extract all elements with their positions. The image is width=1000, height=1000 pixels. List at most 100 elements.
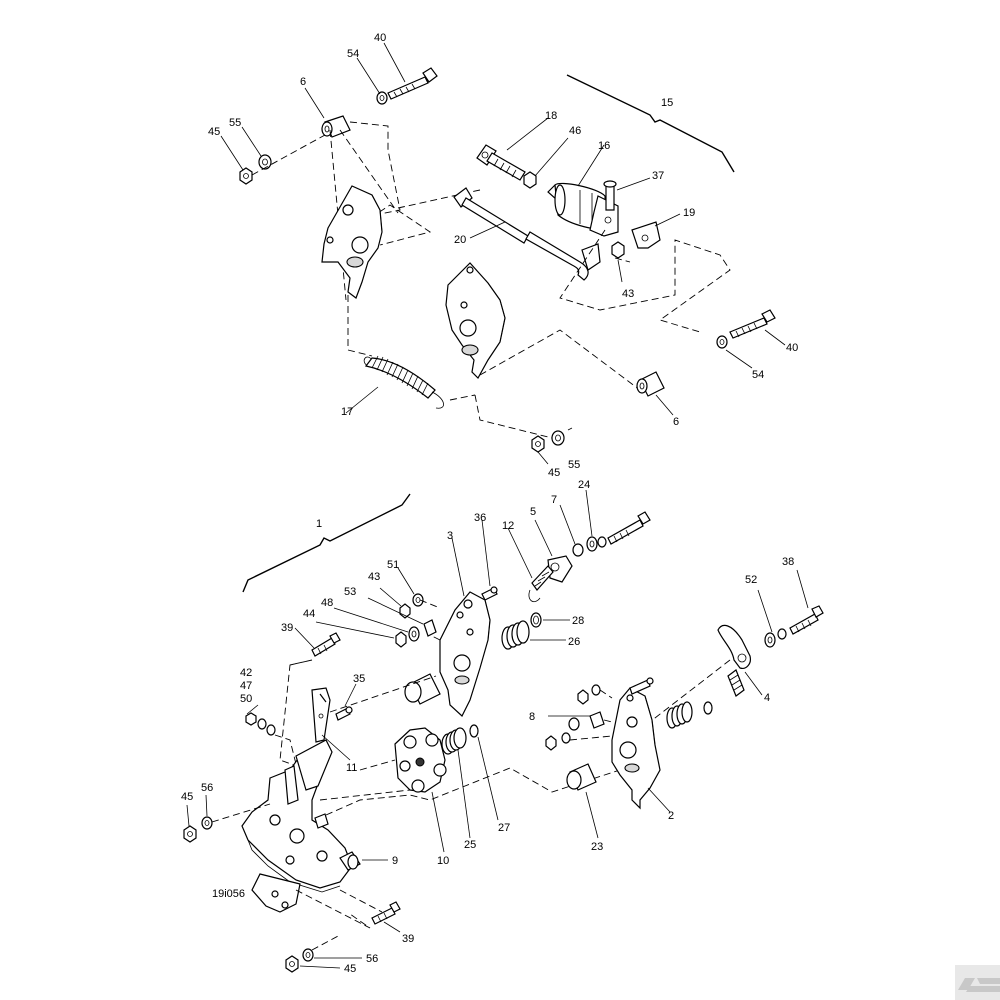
callout-16: 16 bbox=[598, 140, 610, 152]
callout-37: 37 bbox=[652, 170, 664, 182]
bolt-39-lower bbox=[371, 901, 401, 925]
callout-labels: 40 54 6 55 45 15 18 46 16 37 19 20 43 40… bbox=[181, 32, 798, 975]
callout-36: 36 bbox=[474, 512, 486, 524]
washer-55-middle bbox=[551, 430, 565, 446]
callout-56-left: 56 bbox=[201, 782, 213, 794]
spring-26 bbox=[501, 620, 530, 650]
group-bracket-1 bbox=[242, 493, 411, 593]
ring-28 bbox=[530, 612, 542, 628]
nut-45-left bbox=[183, 825, 197, 843]
ring-27 bbox=[469, 724, 479, 738]
callout-4: 4 bbox=[764, 692, 770, 704]
rod-end-18 bbox=[476, 144, 526, 181]
callout-48: 48 bbox=[321, 597, 333, 609]
washer-55-top bbox=[258, 154, 272, 170]
callout-42: 42 bbox=[240, 667, 252, 679]
callout-26: 26 bbox=[568, 636, 580, 648]
pin-37 bbox=[605, 185, 615, 211]
bushing-6-right bbox=[636, 371, 665, 397]
spring-12 bbox=[528, 565, 554, 603]
bracket-11 bbox=[311, 687, 331, 743]
spring-small-4 bbox=[727, 669, 745, 697]
callout-6-right: 6 bbox=[673, 416, 679, 428]
callout-8: 8 bbox=[529, 711, 535, 723]
callout-40-right: 40 bbox=[786, 342, 798, 354]
bolt-40-right bbox=[729, 309, 776, 339]
cam-4 bbox=[717, 624, 751, 669]
washer-54-right bbox=[716, 335, 728, 349]
bushing-23 bbox=[566, 763, 597, 791]
brand-logo bbox=[955, 965, 1000, 1000]
nut-45-top bbox=[239, 167, 253, 185]
bushing-53 bbox=[423, 619, 437, 637]
callout-17: 17 bbox=[341, 406, 353, 418]
callout-2: 2 bbox=[668, 810, 674, 822]
spring-right bbox=[666, 701, 693, 729]
bolt-small-right bbox=[629, 677, 654, 695]
callout-45-top: 45 bbox=[208, 126, 220, 138]
callout-3: 3 bbox=[447, 530, 453, 542]
washer-56-lower bbox=[302, 948, 314, 962]
callout-43-lower: 43 bbox=[368, 571, 380, 583]
nut-42 bbox=[245, 712, 257, 726]
callout-28: 28 bbox=[572, 615, 584, 627]
callout-15: 15 bbox=[661, 97, 673, 109]
washer-54-top bbox=[376, 91, 388, 105]
bolt-24-area bbox=[607, 511, 651, 545]
callout-47: 47 bbox=[240, 680, 252, 692]
spring-17 bbox=[363, 355, 444, 409]
hose-20 bbox=[453, 187, 601, 281]
callout-7: 7 bbox=[551, 494, 557, 506]
callout-12: 12 bbox=[502, 520, 514, 532]
callout-1: 1 bbox=[316, 518, 322, 530]
drawing-code: 19i056 bbox=[212, 888, 245, 900]
bolt-36 bbox=[481, 586, 498, 601]
nut-45-lower bbox=[285, 955, 299, 973]
callout-55-middle: 55 bbox=[568, 459, 580, 471]
nut-46 bbox=[523, 171, 537, 189]
callout-35: 35 bbox=[353, 673, 365, 685]
washer-51 bbox=[412, 593, 424, 607]
plate-upper-left bbox=[321, 185, 383, 299]
callout-55-top: 55 bbox=[229, 117, 241, 129]
nut-43-upper bbox=[611, 241, 625, 259]
callout-24: 24 bbox=[578, 479, 590, 491]
bolt-38 bbox=[789, 605, 824, 635]
callout-11: 11 bbox=[346, 762, 357, 774]
cam-5 bbox=[547, 555, 573, 583]
bushing-8 bbox=[589, 711, 605, 729]
washer-50 bbox=[266, 724, 276, 736]
callout-19: 19 bbox=[683, 207, 695, 219]
main-bracket-9 bbox=[241, 739, 361, 913]
callout-10: 10 bbox=[437, 855, 449, 867]
callout-25: 25 bbox=[464, 839, 476, 851]
callout-54-top: 54 bbox=[347, 48, 359, 60]
washer-24 bbox=[597, 536, 607, 548]
washer-56-left bbox=[201, 816, 213, 830]
nut-8b bbox=[545, 735, 557, 751]
callout-40-top: 40 bbox=[374, 32, 386, 44]
nut-44 bbox=[395, 631, 407, 648]
callout-5: 5 bbox=[530, 506, 536, 518]
nut-8a bbox=[577, 689, 589, 705]
cylinder-16 bbox=[547, 182, 619, 237]
callout-39-upper: 39 bbox=[281, 622, 293, 634]
callout-38: 38 bbox=[782, 556, 794, 568]
callout-9: 9 bbox=[392, 855, 398, 867]
callout-50: 50 bbox=[240, 693, 252, 705]
callout-39-lower: 39 bbox=[402, 933, 414, 945]
callout-51: 51 bbox=[387, 559, 399, 571]
plate-3 bbox=[439, 591, 491, 717]
callout-43-upper: 43 bbox=[622, 288, 634, 300]
callout-6-top: 6 bbox=[300, 76, 306, 88]
bolt-39-upper bbox=[311, 632, 341, 657]
plate-upper-middle bbox=[445, 262, 506, 379]
callout-18: 18 bbox=[545, 110, 557, 122]
nut-45-middle bbox=[531, 435, 545, 453]
callout-52: 52 bbox=[745, 574, 757, 586]
spring-25 bbox=[441, 727, 467, 755]
washer-52 bbox=[777, 628, 787, 640]
callout-23: 23 bbox=[591, 841, 603, 853]
plate-2 bbox=[611, 687, 661, 810]
